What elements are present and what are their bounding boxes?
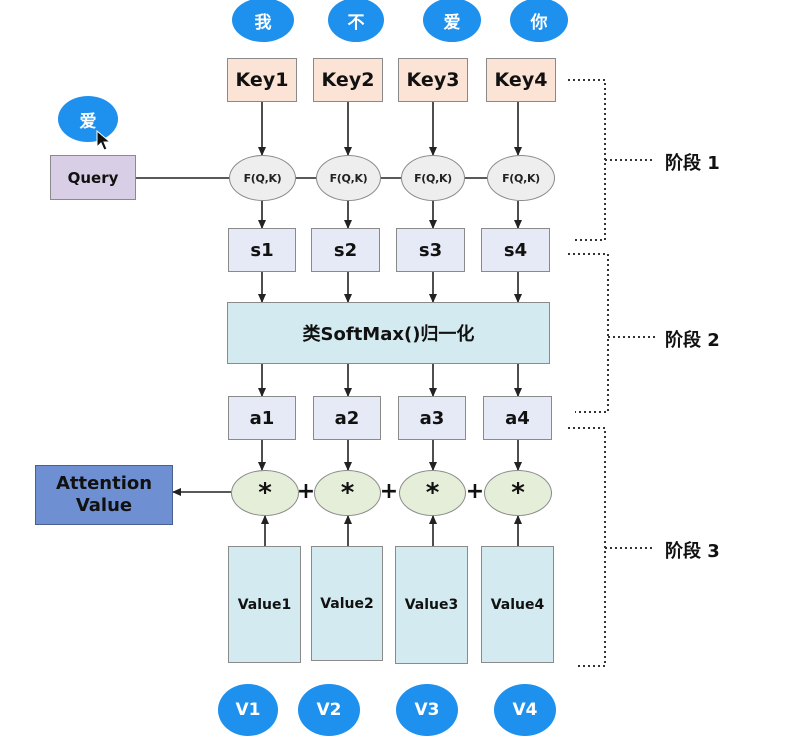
key-box-2: Key2 [313, 58, 383, 102]
score-function-4: F(Q,K) [487, 155, 555, 201]
score-box-4: s4 [481, 228, 550, 272]
multiply-node-2: * [314, 470, 381, 516]
value-box-3: Value3 [395, 546, 468, 664]
attention-value-box: Attention Value [35, 465, 173, 525]
score-box-3: s3 [396, 228, 465, 272]
value-box-1: Value1 [228, 546, 301, 663]
key-box-1: Key1 [227, 58, 297, 102]
weight-box-3: a3 [398, 396, 466, 440]
score-box-2: s2 [311, 228, 380, 272]
stage-label-2: 阶段 2 [665, 330, 720, 351]
multiply-node-4: * [484, 470, 552, 516]
query-box: Query [50, 155, 136, 200]
value-box-4: Value4 [481, 546, 554, 663]
value-box-2: Value2 [311, 546, 383, 661]
attention-value-line1: Attention [55, 473, 153, 494]
mouse-cursor-icon [96, 130, 112, 151]
token-bubble-2: 不 [328, 0, 384, 42]
value-token-bubble-2: V2 [298, 684, 360, 736]
stage-label-3: 阶段 3 [665, 541, 720, 562]
plus-sign-1: + [296, 479, 316, 504]
stage-label-1: 阶段 1 [665, 153, 720, 174]
value-token-bubble-4: V4 [494, 684, 556, 736]
score-function-1: F(Q,K) [229, 155, 296, 201]
weight-box-1: a1 [228, 396, 296, 440]
plus-sign-3: + [465, 479, 485, 504]
multiply-node-3: * [399, 470, 466, 516]
multiply-node-1: * [231, 470, 299, 516]
token-bubble-4: 你 [510, 0, 568, 42]
score-function-3: F(Q,K) [401, 155, 465, 201]
softmax-normalization-box: 类SoftMax()归一化 [227, 302, 550, 364]
weight-box-2: a2 [313, 396, 381, 440]
key-box-4: Key4 [486, 58, 556, 102]
weight-box-4: a4 [483, 396, 552, 440]
value-token-bubble-1: V1 [218, 684, 278, 736]
token-bubble-3: 爱 [423, 0, 481, 42]
key-box-3: Key3 [398, 58, 468, 102]
score-function-2: F(Q,K) [316, 155, 381, 201]
attention-value-line2: Value [75, 495, 133, 516]
query-token-bubble: 爱 [58, 96, 118, 142]
value-token-bubble-3: V3 [396, 684, 458, 736]
plus-sign-2: + [379, 479, 399, 504]
token-bubble-1: 我 [232, 0, 294, 42]
score-box-1: s1 [228, 228, 296, 272]
